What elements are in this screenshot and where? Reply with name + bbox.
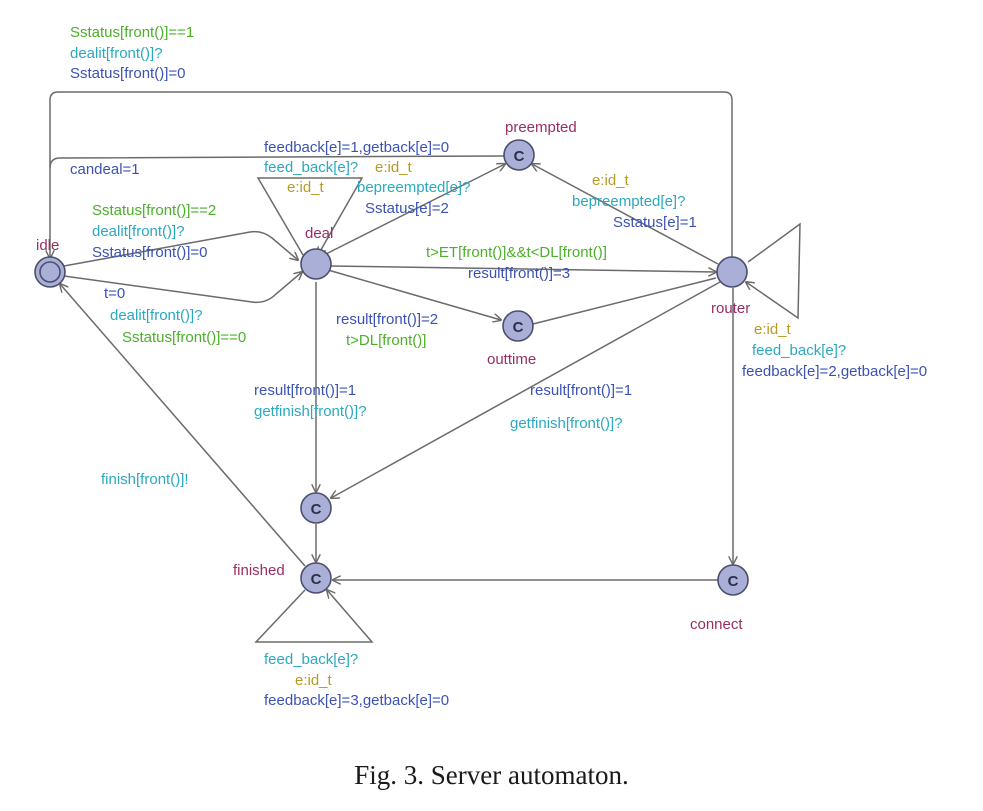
edge-deal-self-loop xyxy=(256,177,364,255)
label-pre-select: e:id_t xyxy=(375,159,413,176)
edge-router-cbottom xyxy=(331,281,721,498)
state-name-preempted: preempted xyxy=(505,119,577,136)
state-name-outtime: outtime xyxy=(487,351,536,368)
committed-mark-mid: C xyxy=(311,501,322,518)
label-pre-update: feedback[e]=1,getback[e]=0 xyxy=(264,139,449,156)
edge-deal-router xyxy=(329,265,716,272)
edge-router-idle-top xyxy=(50,91,733,258)
label-rf-update: result[front()]=1 xyxy=(530,382,632,399)
label-fself-update: feedback[e]=3,getback[e]=0 xyxy=(264,692,449,709)
edge-idle-deal-upper xyxy=(63,230,298,267)
label-rself-sync: feed_back[e]? xyxy=(752,342,846,359)
state-name-deal: deal xyxy=(305,225,333,242)
label-rself-update: feedback[e]=2,getback[e]=0 xyxy=(742,363,927,380)
label-df-update: result[front()]=1 xyxy=(254,382,356,399)
state-name-connect: connect xyxy=(690,616,743,633)
committed-mark-finished: C xyxy=(311,571,322,588)
state-router xyxy=(716,256,748,288)
label-finish-sync: finish[front()]! xyxy=(101,471,189,488)
label-do-update: result[front()]=2 xyxy=(336,311,438,328)
label-do-guard: t>DL[front()] xyxy=(346,332,426,349)
label-router-pre-sync: bepreempted[e]? xyxy=(572,193,685,210)
committed-mark-preempted: C xyxy=(514,148,525,165)
edge-idle-deal-lower xyxy=(63,272,302,304)
label-low-guard: Sstatus[front()]==0 xyxy=(122,329,246,346)
committed-mark-outtime: C xyxy=(513,319,524,336)
state-outtime xyxy=(502,310,534,342)
state-preempted xyxy=(503,139,535,171)
state-name-router: router xyxy=(711,300,750,317)
figure-caption: Fig. 3. Server automaton. xyxy=(354,760,629,790)
committed-mark-connect: C xyxy=(728,573,739,590)
label-dr-update: result[front()]=3 xyxy=(468,265,570,282)
edge-finished-self-loop xyxy=(254,590,374,643)
state-deal xyxy=(300,248,332,280)
state-finished xyxy=(300,562,332,594)
label-router-pre-select: e:id_t xyxy=(592,172,630,189)
state-name-finished: finished xyxy=(233,562,285,579)
edge-deal-preempted xyxy=(325,164,505,255)
label-dr-guard: t>ET[front()]&&t<DL[front()] xyxy=(426,244,607,261)
label-idle-deal-guard: Sstatus[front()]==2 xyxy=(92,202,216,219)
label-bepre-sync: bepreempted[e]? xyxy=(357,179,470,196)
edge-router-preempted xyxy=(532,164,719,265)
label-fself-select: e:id_t xyxy=(295,672,333,689)
label-idle-deal-sync: dealit[front()]? xyxy=(92,223,185,240)
edge-preempted-idle xyxy=(49,155,505,169)
edge-router-self-loop xyxy=(746,222,801,320)
label-candeal: candeal=1 xyxy=(70,161,140,178)
label-top-sync: dealit[front()]? xyxy=(70,45,163,62)
label-low-update: t=0 xyxy=(104,285,125,302)
state-committed-mid xyxy=(300,492,332,524)
edge-outtime-router xyxy=(532,277,717,325)
automaton-diagram: C C C C C idle deal preempted router out… xyxy=(34,24,927,709)
label-rf-sync: getfinish[front()]? xyxy=(510,415,623,432)
label-pre-sync: feed_back[e]? xyxy=(264,159,358,176)
label-top-update: Sstatus[front()]=0 xyxy=(70,65,185,82)
label-router-pre-update: Sstatus[e]=1 xyxy=(613,214,697,231)
label-fself-sync: feed_back[e]? xyxy=(264,651,358,668)
label-low-sync: dealit[front()]? xyxy=(110,307,203,324)
state-connect xyxy=(717,564,749,596)
label-bepre-update: Sstatus[e]=2 xyxy=(365,200,449,217)
label-rself-select: e:id_t xyxy=(754,321,792,338)
label-df-sync: getfinish[front()]? xyxy=(254,403,367,420)
state-name-idle: idle xyxy=(36,237,59,254)
label-idle-deal-update: Sstatus[front()]=0 xyxy=(92,244,207,261)
edge-finished-idle xyxy=(60,284,306,567)
label-top-guard: Sstatus[front()]==1 xyxy=(70,24,194,41)
state-idle-initial-ring xyxy=(39,261,61,283)
label-self-select: e:id_t xyxy=(287,179,325,196)
edge-deal-outtime xyxy=(327,269,501,320)
